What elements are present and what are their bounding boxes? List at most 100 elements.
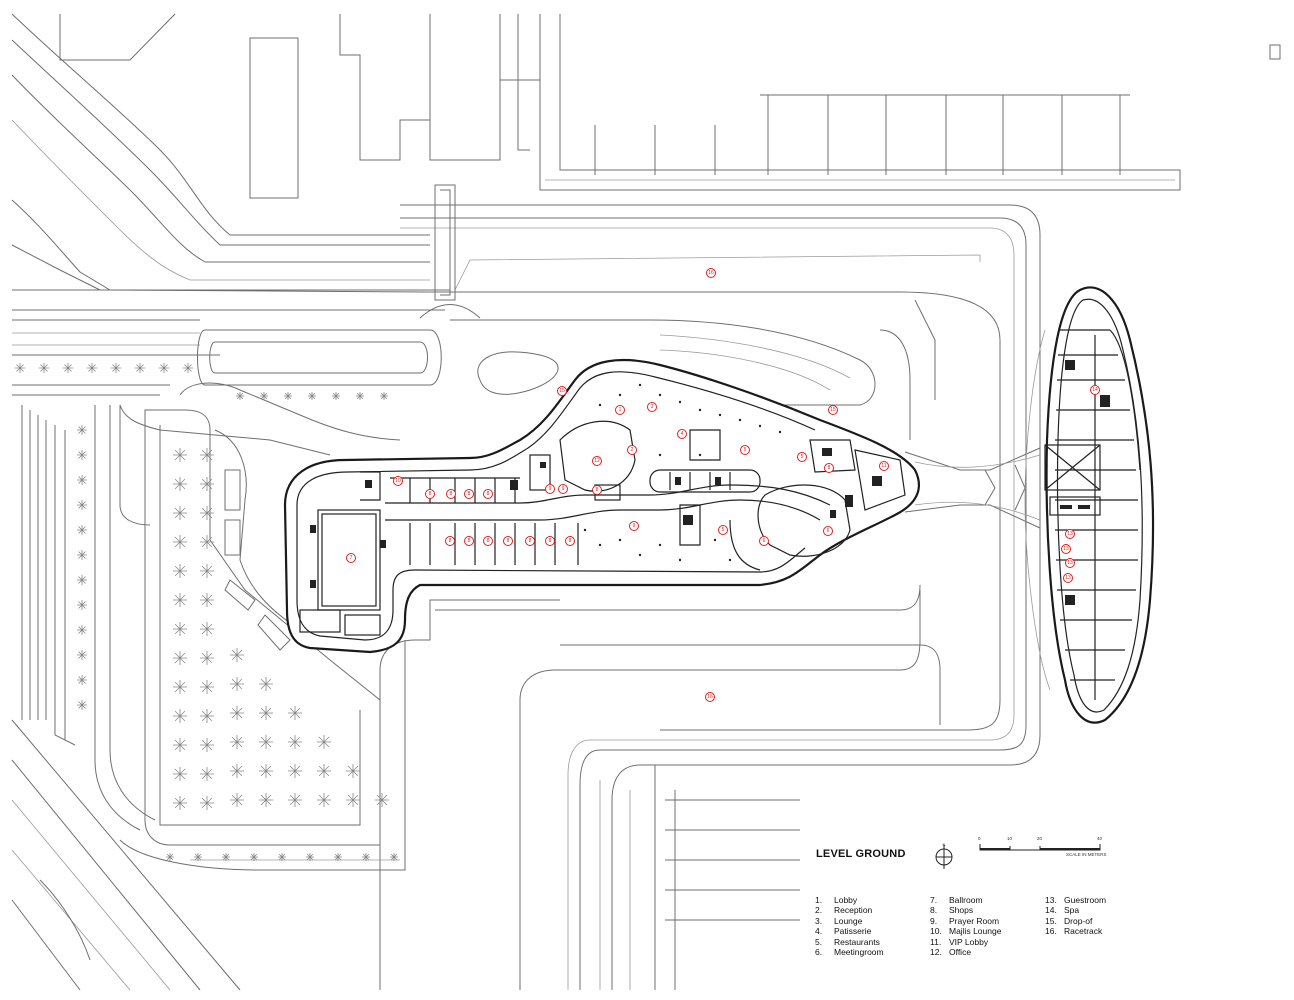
room-tag-number: 1 xyxy=(619,407,622,413)
legend-item: 2.Reception xyxy=(815,905,873,916)
main-building xyxy=(283,358,921,654)
tree-symbol xyxy=(260,392,268,400)
tree-symbol xyxy=(173,796,187,810)
tree-symbol xyxy=(77,550,87,560)
tree-symbol xyxy=(259,793,273,807)
tree-symbol xyxy=(200,622,214,636)
room-tag-marker xyxy=(718,525,728,535)
scale-unit-label: SCALE IN METERS xyxy=(1066,852,1107,857)
legend-item: 3.Lounge xyxy=(815,915,863,926)
tree-symbol xyxy=(135,363,145,373)
tree-symbol xyxy=(173,738,187,752)
tree-symbol xyxy=(159,363,169,373)
room-tag-number: 8 xyxy=(449,538,452,544)
tree-symbol xyxy=(284,392,292,400)
tree-symbol xyxy=(200,593,214,607)
room-tag-number: 8 xyxy=(529,538,532,544)
scale-tick-label: 10 xyxy=(1007,836,1013,841)
tree-symbol xyxy=(200,477,214,491)
room-tag-number: 8 xyxy=(487,491,490,497)
tree-symbol xyxy=(87,363,97,373)
legend-item: 4.Patisserie xyxy=(815,926,872,937)
room-tag-marker xyxy=(1061,544,1071,554)
tree-symbol xyxy=(356,392,364,400)
tree-symbol xyxy=(77,575,87,585)
room-tag-marker xyxy=(824,463,834,473)
room-tag-number: 8 xyxy=(569,538,572,544)
hotel-tower xyxy=(1024,286,1155,724)
legend-item: 12.Office xyxy=(930,947,972,958)
room-tag-marker xyxy=(592,456,602,466)
room-tag-number: 8 xyxy=(596,487,599,493)
tree-symbol xyxy=(222,853,230,861)
room-tag-number: 9 xyxy=(549,486,552,492)
plan-title: LEVEL GROUND xyxy=(816,848,906,860)
tree-symbol xyxy=(278,853,286,861)
tree-symbol xyxy=(77,500,87,510)
tree-symbol xyxy=(77,525,87,535)
room-tag-marker xyxy=(1065,558,1075,568)
tree-symbol xyxy=(346,793,360,807)
tree-symbol xyxy=(375,793,389,807)
tree-symbol xyxy=(390,853,398,861)
room-tag-number: 9 xyxy=(562,486,565,492)
tree-symbol xyxy=(77,600,87,610)
room-tag-number: 5 xyxy=(744,447,747,453)
legend-item: 1.Lobby xyxy=(815,895,858,905)
tree-symbol xyxy=(200,448,214,462)
room-tag-marker xyxy=(647,402,657,412)
room-tag-marker xyxy=(879,461,889,471)
legend-item: 14.Spa xyxy=(1045,905,1080,916)
room-tag-number: 6 xyxy=(763,538,766,544)
tree-symbol xyxy=(77,425,87,435)
tree-symbol xyxy=(308,392,316,400)
tree-symbol xyxy=(173,506,187,520)
tree-symbol xyxy=(288,764,302,778)
tree-symbol xyxy=(200,738,214,752)
room-tag-number: 16 xyxy=(707,694,713,700)
tree-symbol xyxy=(200,651,214,665)
room-tag-marker xyxy=(759,536,769,546)
room-tag-number: 15 xyxy=(559,388,565,394)
room-tag-number: 16 xyxy=(708,270,714,276)
north-label: N xyxy=(943,842,946,847)
tree-symbol xyxy=(380,392,388,400)
tree-symbol xyxy=(317,764,331,778)
room-tag-number: 11 xyxy=(881,463,886,469)
tree-symbol xyxy=(236,392,244,400)
room-tag-number: 8 xyxy=(507,538,510,544)
room-tag-number: 6 xyxy=(827,528,830,534)
room-tag-marker xyxy=(1065,529,1075,539)
tree-symbol xyxy=(111,363,121,373)
room-tag-number: 4 xyxy=(681,431,684,437)
room-tag-number: 13 xyxy=(1067,531,1073,537)
tree-grid xyxy=(15,363,398,861)
room-tag-marker xyxy=(677,429,687,439)
room-tag-number: 12 xyxy=(594,458,600,464)
legend-item: 13.Guestroom xyxy=(1045,895,1107,905)
tree-symbol xyxy=(166,853,174,861)
tree-symbol xyxy=(288,735,302,749)
room-tag-marker xyxy=(706,268,716,278)
tree-symbol xyxy=(317,793,331,807)
tree-symbol xyxy=(334,853,342,861)
legend-item: 15.Drop-of xyxy=(1045,915,1093,926)
scale-tick-label: 20 xyxy=(1037,836,1043,841)
room-tag-marker xyxy=(823,526,833,536)
room-tag-marker xyxy=(627,445,637,455)
tree-symbol xyxy=(230,735,244,749)
tree-symbol xyxy=(173,535,187,549)
tree-symbol xyxy=(259,706,273,720)
tree-symbol xyxy=(259,677,273,691)
room-tag-marker xyxy=(592,485,602,495)
room-tag-marker xyxy=(1090,385,1100,395)
room-tag-number: 8 xyxy=(429,491,432,497)
tree-symbol xyxy=(200,796,214,810)
legend-item: 9.Prayer Room xyxy=(930,915,1000,926)
room-tag-number: 8 xyxy=(468,491,471,497)
tree-symbol xyxy=(200,680,214,694)
room-tag-number: 14 xyxy=(1092,387,1098,393)
tree-symbol xyxy=(15,363,25,373)
room-tag-number: 5 xyxy=(722,527,725,533)
tree-symbol xyxy=(77,450,87,460)
